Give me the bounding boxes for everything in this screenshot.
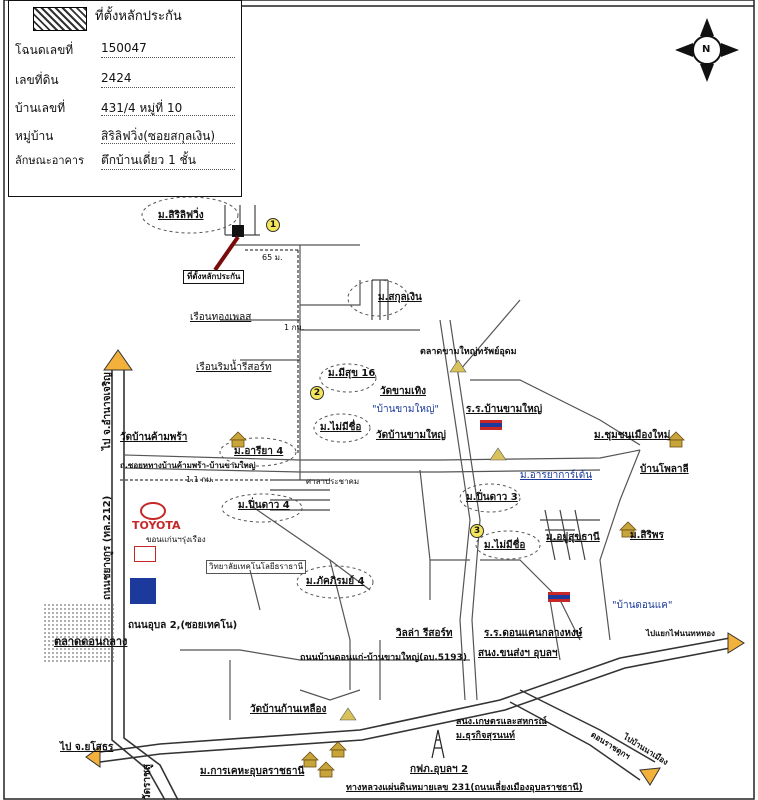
house-number-label: บ้านเลขที่ [15,101,66,115]
local-roads [124,244,641,720]
label-m-arayakarn: ม.อารยาการ์เด้น [520,470,593,481]
label-road-kham-phra: ถ.ซอยหทางบ้านค้ามพร้า-บ้านขามใหญ่ [120,461,256,470]
deed-number-value: 150047 [101,41,147,55]
label-m-yusuk: ม.อยู่สุขธานี [546,532,600,543]
label-m-karkha: ม.การเคหะอุบลราชธานี [200,766,305,777]
label-chum-chon: ม.ชุมชนเมืองใหม่ [594,430,671,441]
temple-icons [339,359,507,721]
legend-symbol-label: ที่ตั้งหลักประกัน [95,9,182,24]
label-m-pak-phirom: ม.ภัคภิรมย์ 4 [306,576,365,587]
label-wat-rat: วัดราชสู [142,764,153,800]
label-sala: ศาลาประชาคม [306,477,360,486]
label-ban-don-kae: "บ้านดอนแค" [612,600,673,611]
house-number-value: 431/4 หมู่ที่ 10 [101,101,183,115]
legend-panel: ที่ตั้งหลักประกัน โฉนดเลขที่ 150047 เลขท… [8,0,242,197]
label-toyota: TOYOTA [132,519,181,532]
label-highway-231: ทางหลวงแผ่นดินหมายเลข 231(ถนนเลี่ยงเมือง… [346,783,583,793]
label-kaset: สนง.เกษตรและสหกรณ์ [456,717,547,727]
marker-2: 2 [310,386,324,400]
label-sakun-ngoen: ม.สกุลเงิน [378,292,422,303]
highway-212 [111,370,179,800]
label-m-siriporn: ม.สิริพร [630,530,664,541]
village-value: สิริลิฟวิ่ง(ซอยสกุลเงิน) [101,129,216,143]
label-school-kham-yai: ร.ร.บ้านขามใหญ่ [466,404,543,415]
bank-logo [130,578,156,604]
highway-231 [99,637,731,763]
label-kfy: กฟภ.อุบลฯ 2 [410,764,469,775]
label-to-amnat: ไป จ.อำนาจเจริญ [102,372,113,450]
label-ruen-thong: เรือนทองเพลส [190,312,252,323]
label-road-5193: ถนนบ้านดอนแก่-บ้านขามใหญ่(อบ.5193) [300,653,467,663]
label-mai-mi-chue: ม.ไม่มีชื่อ [320,422,362,433]
north-label: N [702,44,711,55]
label-collateral-box: ที่ตั้งหลักประกัน [183,270,245,284]
distance-1km: 1 กม. [284,323,305,332]
building-type-label: ลักษณะอาคาร [15,154,84,167]
label-siri-living: ม.สิริลิฟวิ่ง [158,210,204,221]
land-number-label: เลขที่ดิน [15,73,59,87]
marker-3: 3 [470,524,484,538]
village-label: หมู่บ้าน [15,129,54,143]
label-highway-212: ถนนชยางกูร (ทล.212) [102,495,113,600]
label-wat-ban-kham-yai: วัดบ้านขามใหญ่ [376,430,446,441]
arrow-north [103,349,133,371]
toyota-logo [140,502,166,520]
deed-number-label: โฉนดเลขที่ [15,43,74,57]
label-bigc: ม.ธุรกิจสุรนนท์ [456,731,515,741]
land-number-value: 2424 [101,71,132,85]
label-wat-kham-phra: วัดบ้านค้ามพร้า [120,432,188,443]
north-arrow-icon [675,18,739,82]
distance-65m: 65 ม. [262,253,283,262]
label-to-khong-chiam: ไปแยกไฟนนทหทอง [646,629,715,638]
market-area [44,604,114,662]
honda-logo [134,546,156,562]
label-m-pin-dao3: ม.ปิ่นดาว 3 [466,492,518,503]
distance-1-1km: 1.1 กม. [186,475,214,484]
school-flags [480,420,570,602]
label-wat-kham-thoeng: วัดขามเทิง [380,386,427,397]
label-talad: ตลาดขามใหญ่ทรัพย์อุดม [420,347,517,357]
label-talad-don-klang: ตลาดดอนกลาง [54,635,128,648]
label-toyota-sub: ขอนแก่นฯรุ่งเรือง [146,535,206,544]
label-ban-phailli: บ้านโพลาลี [640,464,689,475]
label-wat-kan-lueang: วัดบ้านก้านเหลือง [250,704,327,715]
building-type-value: ตึกบ้านเดี่ยว 1 ชั้น [101,153,196,167]
collateral-location-marker [232,225,244,237]
label-m-pin-dao: ม.ปิ่นดาว 4 [238,500,290,511]
house-icons [229,431,685,778]
label-ban-kham-yai: "บ้านขามใหญ่" [372,404,440,415]
label-mai-mi-chue2: ม.ไม่มีชื่อ [484,540,526,551]
label-villa: วิลล่า รีสอร์ท [396,628,453,639]
label-to-yasothon: ไป จ.ยโสธร [60,742,114,753]
label-school-don-kae: ร.ร.ดอนแคนกลางหงษ์ [484,628,583,639]
label-college: วิทยาลัยเทคโนโลยีธราธานี [206,560,307,574]
tower-icon [431,729,445,759]
collateral-symbol [33,7,87,31]
label-ruen-rim: เรือนริมน้ำรีสอร์ท [196,362,272,373]
label-m-arya: ม.อารียา 4 [234,446,284,457]
label-sor-nor: สนง.ขนส่งฯ อุบลฯ [478,648,558,659]
arrow-southeast [639,767,661,786]
label-road-ubon2: ถนนอุบล 2,(ซอยเทคโน) [128,620,238,631]
marker-1: 1 [266,218,280,232]
arrow-west [85,746,101,768]
arrow-east [727,632,745,654]
label-mi-suk: ม.มีสุข 16 [328,368,376,379]
